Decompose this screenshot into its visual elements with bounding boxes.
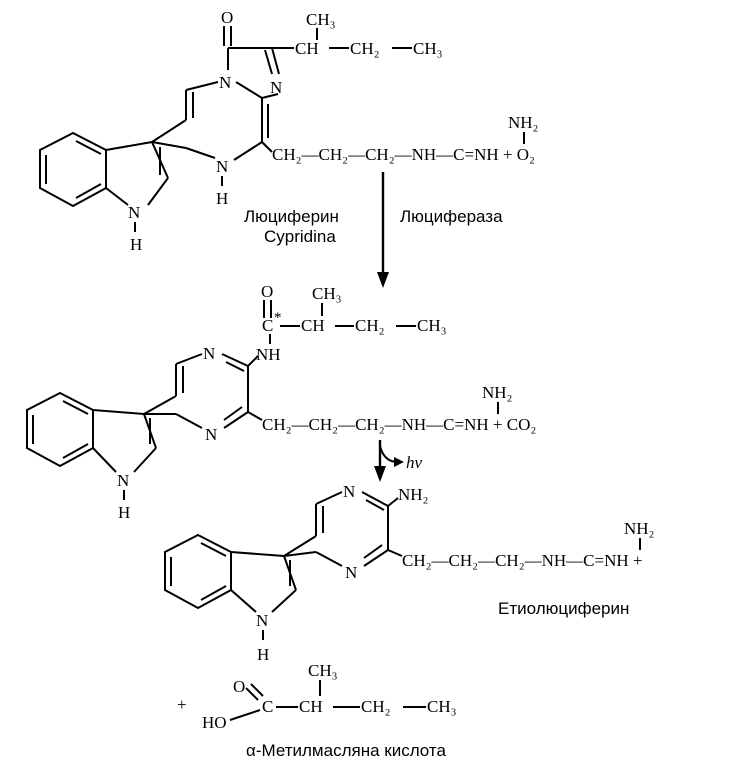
methylbutyric-acid-structure: + O C HO CH CH₃ CH₂ CH₃ α-Метилмасляна к… (177, 661, 457, 760)
carbonyl-o-atom: O (261, 282, 273, 301)
terminal-ch3-group: CH₃ (413, 39, 443, 58)
ch3-group: CH₃ (306, 10, 336, 29)
cypridina-label: Cypridina (264, 227, 336, 246)
acid-ho-group: HO (202, 713, 227, 732)
etioluciferin-structure: N H N N NH₂ CH₂—CH₂—CH₂—NH—C=NH + NH₂ Ет… (164, 482, 654, 664)
luciferin-structure: N H N N H N O (39, 8, 538, 254)
indole-h-atom: H (118, 503, 130, 522)
indole-pyrrole-ring (105, 141, 169, 206)
ch3-group: CH₃ (308, 661, 338, 680)
ch-group: CH (301, 316, 325, 335)
indole-h-atom: H (257, 645, 269, 664)
luciferase-label: Люцифераза (400, 207, 503, 226)
ch-group: CH (299, 697, 323, 716)
indole-benzene-ring (39, 131, 107, 208)
luciferase-reaction-arrow: Люциферин Cypridina Люцифераза (244, 172, 503, 288)
indole-n-atom: N (128, 203, 140, 222)
arginine-side-chain: CH₂—CH₂—CH₂—NH—C=NH + CO₂ (262, 415, 536, 434)
ring-n-atom: N (270, 78, 282, 97)
bridge-n-atom: N (219, 73, 231, 92)
guanidine-nh2: NH₂ (482, 383, 512, 402)
acid-c-atom: C (262, 697, 273, 716)
ch2-group: CH₂ (350, 39, 380, 58)
arginine-side-chain: CH₂—CH₂—CH₂—NH—C=NH + (402, 551, 643, 570)
luciferin-label: Люциферин (244, 207, 339, 226)
ch2-group: CH₂ (355, 316, 385, 335)
ch3-group: CH₃ (312, 284, 342, 303)
pyrazine-n-bottom: N (345, 563, 357, 582)
excited-state-star: * (274, 310, 282, 326)
imidazopyrazine-six-ring (151, 81, 269, 161)
indole-n-atom: N (256, 611, 268, 630)
pyrazine-n-top: N (343, 482, 355, 501)
excited-carbon: C (262, 316, 273, 335)
indole-n-atom: N (117, 471, 129, 490)
terminal-ch3-group: CH₃ (427, 697, 457, 716)
indole-h-atom: H (130, 235, 142, 254)
plus-sign: + (177, 695, 187, 714)
guanidine-nh2: NH₂ (624, 519, 654, 538)
ring-h-atom: H (216, 189, 228, 208)
pyrazine-n-bottom: N (205, 425, 217, 444)
guanidine-nh2: NH₂ (508, 113, 538, 132)
arginine-side-chain: CH₂—CH₂—CH₂—NH—C=NH + O₂ (272, 145, 535, 164)
pyrazine-n-top: N (203, 344, 215, 363)
imidazolone-five-ring (227, 47, 280, 99)
hv-label: hν (406, 453, 423, 472)
acid-o-atom: O (233, 677, 245, 696)
ring-nh-n-atom: N (216, 157, 228, 176)
methylbutyric-acid-name: α-Метилмасляна кислота (246, 741, 446, 760)
ch-group: CH (295, 39, 319, 58)
ring-nh2-group: NH₂ (398, 485, 428, 504)
carbonyl-o-atom: O (221, 8, 233, 27)
light-emission-arrow: hν (374, 440, 423, 482)
terminal-ch3-group: CH₃ (417, 316, 447, 335)
amide-nh: NH (256, 345, 281, 364)
etioluciferin-name: Етиолюциферин (498, 599, 629, 618)
excited-intermediate-structure: N H N N NH C * O CH CH₃ CH₂ CH₃ (26, 282, 536, 522)
ch2-group: CH₂ (361, 697, 391, 716)
